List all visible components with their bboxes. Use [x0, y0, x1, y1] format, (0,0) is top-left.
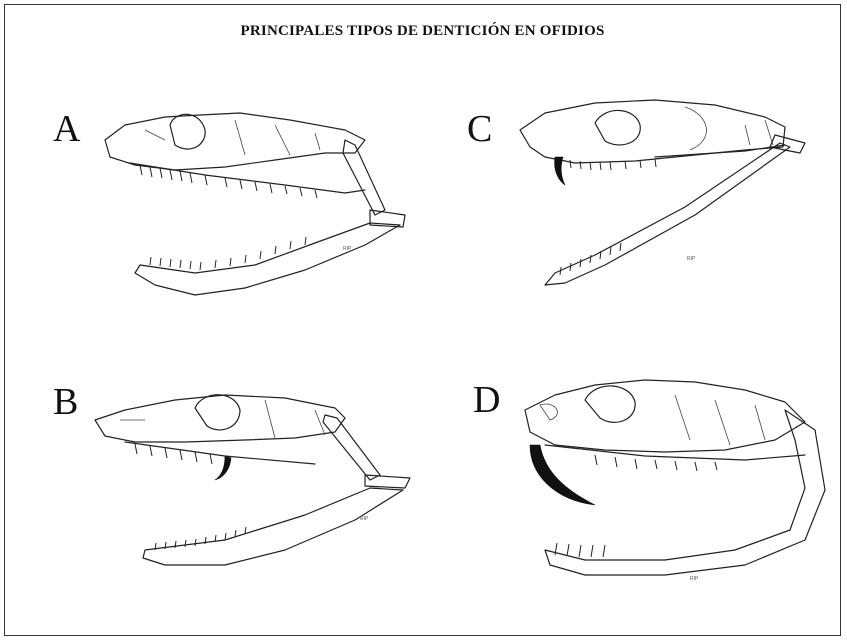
svg-text:RIP: RIP [360, 516, 369, 522]
figure-title: PRINCIPALES TIPOS DE DENTICIÓN EN OFIDIO… [5, 23, 840, 40]
panel-label-a: A [53, 107, 80, 151]
skull-c-drawing: RIP [445, 85, 845, 335]
panel-label-d: D [473, 378, 500, 422]
panel-label-c: C [467, 107, 492, 151]
skull-a-drawing: RIP [25, 85, 425, 335]
panel-a: RIP A [25, 85, 425, 335]
skull-d-drawing: RIP [445, 360, 845, 610]
svg-text:RIP: RIP [343, 246, 352, 252]
svg-text:RIP: RIP [690, 576, 699, 582]
panel-c: RIP C [445, 85, 845, 335]
svg-text:RIP: RIP [687, 256, 696, 262]
skull-b-drawing: RIP [25, 360, 425, 610]
panel-d: RIP D [445, 360, 845, 610]
panel-b: RIP B [25, 360, 425, 610]
panel-label-b: B [53, 380, 78, 424]
figure-frame: PRINCIPALES TIPOS DE DENTICIÓN EN OFIDIO… [4, 4, 841, 636]
